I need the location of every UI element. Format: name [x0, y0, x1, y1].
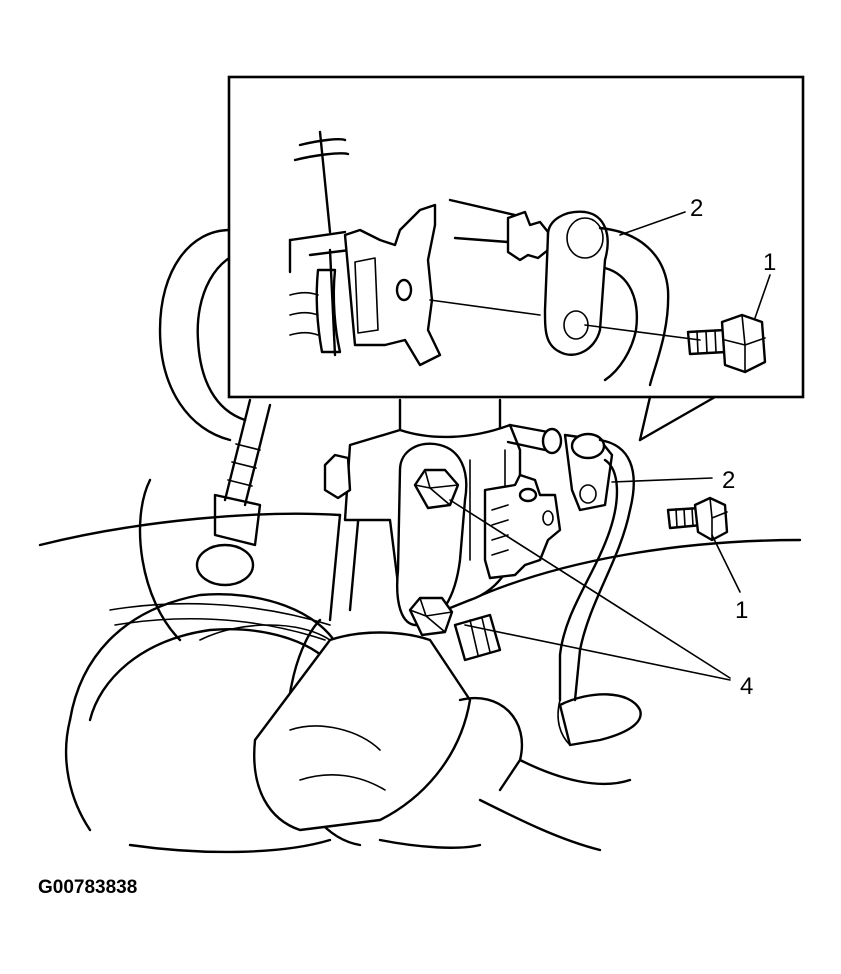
callout-strut-bolts: 4: [740, 673, 753, 700]
strut-bracket: [343, 398, 522, 627]
stabilizer-link: [195, 398, 272, 587]
callout-hose-inset: 2: [690, 195, 703, 222]
hose-bolt-main: [666, 496, 729, 542]
bolt-upper-4: [323, 453, 460, 510]
callout-bolt-main: 1: [735, 597, 748, 624]
callout-bolt-inset: 1: [763, 249, 776, 276]
brake-caliper: [64, 593, 642, 854]
brake-hose-main: [506, 423, 635, 746]
callout-hose-main: 2: [722, 467, 735, 494]
bolt-lower-4: [408, 596, 502, 662]
figure-id: G00783838: [38, 877, 137, 898]
leader-lines-main: [449, 477, 741, 681]
tire: [158, 228, 252, 442]
detail-inset: [227, 75, 805, 442]
brake-rotor: [38, 478, 802, 642]
brake-hose-bracket-main: [483, 473, 562, 580]
